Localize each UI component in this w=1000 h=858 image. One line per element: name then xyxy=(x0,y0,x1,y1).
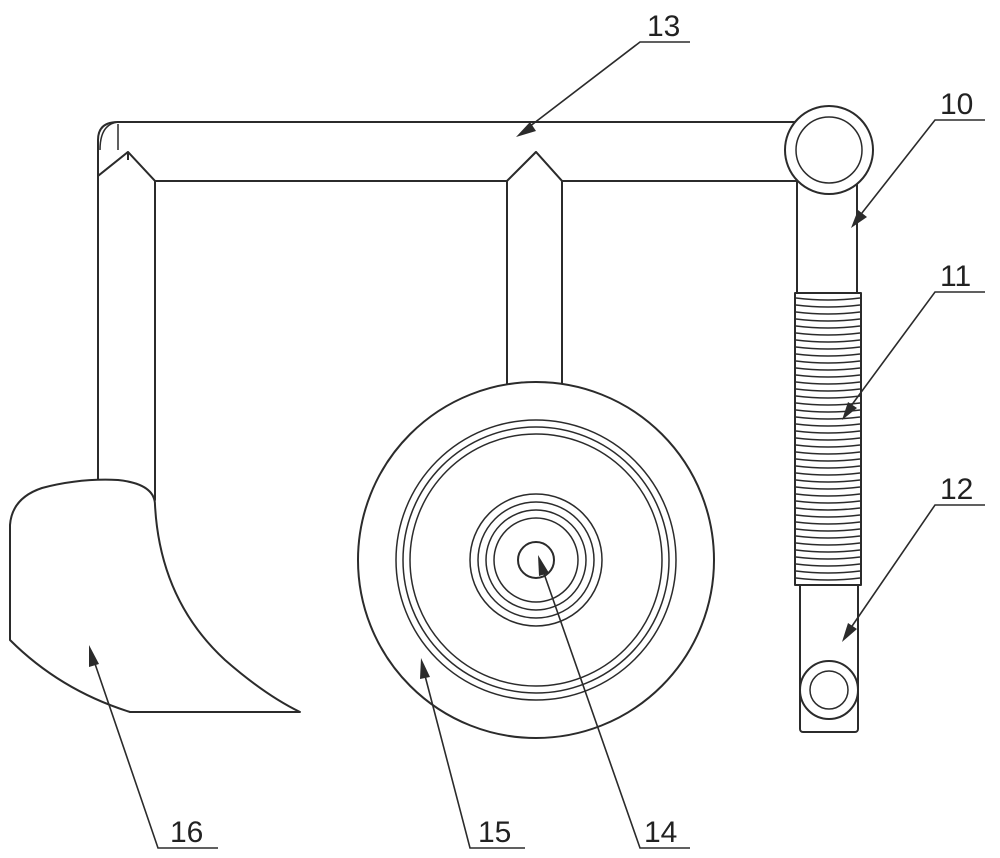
spring-coil xyxy=(795,332,861,336)
spring-coil xyxy=(795,402,861,406)
spring-coil xyxy=(795,535,861,539)
spring-coil xyxy=(795,381,861,385)
label-12: 12 xyxy=(940,473,973,506)
spring-coil xyxy=(795,297,861,301)
spring-coil xyxy=(795,374,861,378)
spring-coil xyxy=(795,549,861,553)
spring-coil xyxy=(795,430,861,434)
leader-plough-16 xyxy=(89,645,218,849)
label-11: 11 xyxy=(940,260,971,293)
spring xyxy=(794,292,862,586)
spring-coil xyxy=(795,339,861,343)
spring-coil xyxy=(795,304,861,308)
spring-coil xyxy=(795,367,861,371)
lower-pin-inner xyxy=(809,670,849,710)
spring-coil xyxy=(795,444,861,448)
spring-coil xyxy=(795,479,861,483)
spring-coil xyxy=(795,556,861,560)
frame-beam xyxy=(97,121,806,182)
spring-coil xyxy=(795,318,861,322)
spring-coil xyxy=(795,395,861,399)
lower-rod xyxy=(799,574,859,733)
leader-spring-11 xyxy=(842,291,985,420)
left-leg xyxy=(97,151,156,501)
spring-coil xyxy=(795,353,861,357)
label-14: 14 xyxy=(644,816,677,849)
spring-coil xyxy=(795,465,861,469)
spring-coil xyxy=(795,423,861,427)
lower-pin-outer xyxy=(799,660,859,720)
plough-share xyxy=(9,478,301,713)
spring-coil xyxy=(795,528,861,532)
spring-coil xyxy=(795,458,861,462)
leader-frame-13 xyxy=(516,41,690,137)
spring-coil xyxy=(795,416,861,420)
leader-wheel-15 xyxy=(420,658,525,849)
spring-coil xyxy=(795,577,861,581)
spring-coil xyxy=(795,360,861,364)
top-pivot xyxy=(784,105,874,195)
spring-coil xyxy=(795,486,861,490)
wheel xyxy=(357,381,715,739)
spring-coils xyxy=(795,297,861,581)
spring-coil xyxy=(795,514,861,518)
spring-coil xyxy=(795,325,861,329)
spring-coil xyxy=(795,409,861,413)
label-10: 10 xyxy=(940,88,973,121)
spring-coil xyxy=(795,542,861,546)
spring-coil xyxy=(795,451,861,455)
middle-leg xyxy=(506,151,563,396)
leader-lower-rod-12 xyxy=(842,504,985,642)
spring-coil xyxy=(795,388,861,392)
spring-coil xyxy=(795,570,861,574)
leader-upper-rod-10 xyxy=(851,119,985,228)
spring-coil xyxy=(795,437,861,441)
spring-coil xyxy=(795,346,861,350)
spring-coil xyxy=(795,521,861,525)
spring-coil xyxy=(795,493,861,497)
spring-coil xyxy=(795,563,861,567)
leader-axle-14 xyxy=(538,555,690,849)
label-15: 15 xyxy=(478,816,511,849)
spring-coil xyxy=(795,311,861,315)
label-16: 16 xyxy=(170,816,203,849)
spring-coil xyxy=(795,472,861,476)
label-13: 13 xyxy=(647,10,680,43)
spring-coil xyxy=(795,507,861,511)
spring-coil xyxy=(795,500,861,504)
